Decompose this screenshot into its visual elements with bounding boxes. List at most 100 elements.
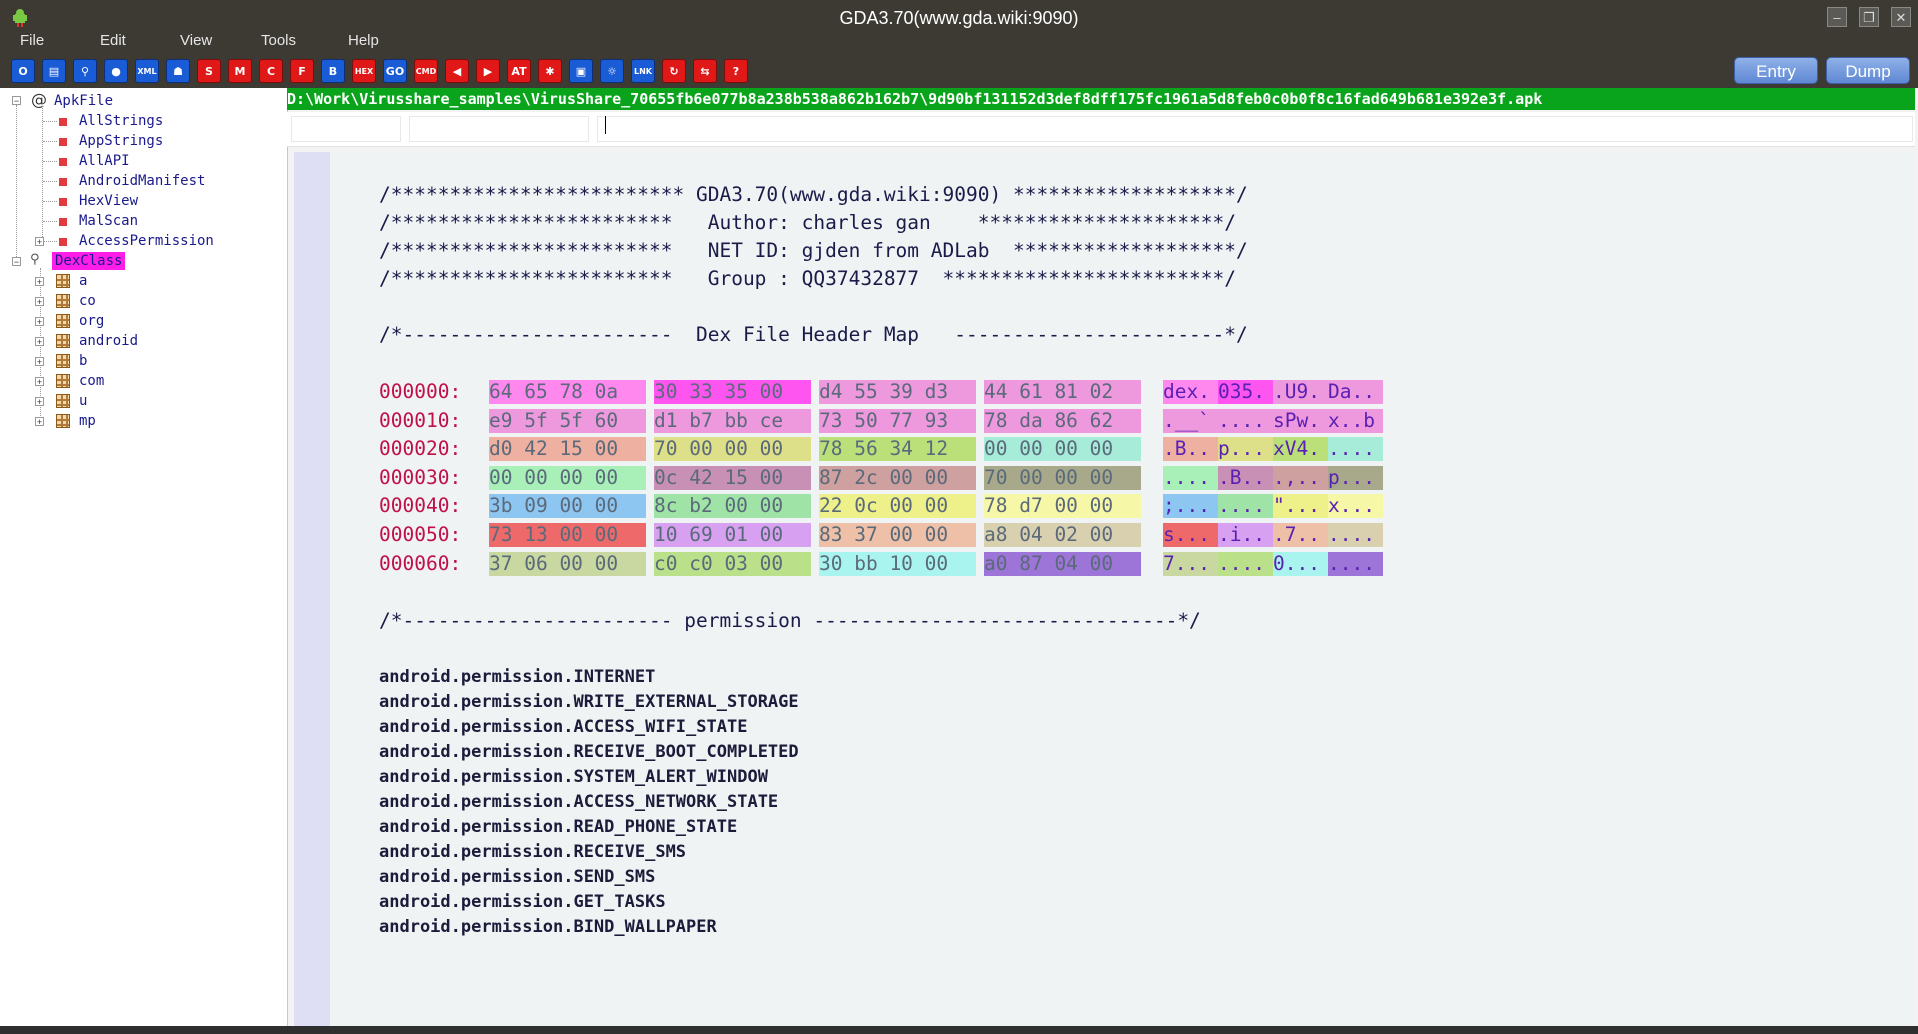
- tree-package-co[interactable]: co: [79, 293, 96, 309]
- hex-bytes[interactable]: 87 2c 00 00: [819, 465, 976, 490]
- expand-icon[interactable]: +: [35, 297, 44, 307]
- tab-cell-2[interactable]: [409, 116, 589, 142]
- hex-bytes[interactable]: d1 b7 bb ce: [654, 408, 811, 433]
- hex-ascii[interactable]: dex.: [1163, 380, 1218, 404]
- hex-bytes[interactable]: 73 50 77 93: [819, 408, 976, 433]
- tab-cell-1[interactable]: [291, 116, 401, 142]
- hex-ascii[interactable]: ....: [1328, 437, 1383, 462]
- tree-package-com[interactable]: com: [79, 373, 105, 389]
- tree-package-org[interactable]: org: [79, 313, 105, 329]
- hex-ascii[interactable]: p...: [1328, 465, 1383, 490]
- toolbar-button-8[interactable]: M: [228, 59, 252, 83]
- hex-bytes[interactable]: 70 00 00 00: [654, 437, 811, 462]
- hex-ascii[interactable]: x..b: [1328, 408, 1383, 433]
- tree-package-b[interactable]: b: [79, 353, 88, 369]
- hex-ascii[interactable]: .i..: [1218, 523, 1273, 547]
- permission-item[interactable]: android.permission.ACCESS_WIFI_STATE: [379, 717, 748, 737]
- hex-bytes[interactable]: 70 00 00 00: [984, 465, 1141, 490]
- restore-button[interactable]: ❐: [1859, 7, 1879, 27]
- toolbar-button-9[interactable]: C: [259, 59, 283, 83]
- hex-bytes[interactable]: a8 04 02 00: [984, 523, 1141, 547]
- tree-appstrings[interactable]: AppStrings: [79, 133, 164, 149]
- menu-help[interactable]: Help: [348, 32, 379, 49]
- hex-bytes[interactable]: 00 00 00 00: [489, 465, 646, 490]
- hex-ascii[interactable]: ;...: [1163, 494, 1218, 519]
- toolbar-button-1[interactable]: O: [11, 59, 35, 83]
- dump-button[interactable]: Dump: [1826, 57, 1910, 84]
- hex-bytes[interactable]: 30 33 35 00: [654, 380, 811, 404]
- tree-malscan[interactable]: MalScan: [79, 213, 139, 229]
- toolbar-button-21[interactable]: LNK: [631, 59, 655, 83]
- toolbar-button-3[interactable]: ⚲: [73, 59, 97, 83]
- tree-package-a[interactable]: a: [79, 273, 88, 289]
- entry-button[interactable]: Entry: [1734, 57, 1818, 84]
- collapse-icon[interactable]: −: [12, 96, 21, 106]
- permission-item[interactable]: android.permission.WRITE_EXTERNAL_STORAG…: [379, 692, 799, 712]
- hex-bytes[interactable]: 00 00 00 00: [984, 437, 1141, 462]
- toolbar-button-2[interactable]: ▤: [42, 59, 66, 83]
- hex-ascii[interactable]: .B..: [1218, 465, 1273, 490]
- expand-icon[interactable]: +: [35, 377, 44, 387]
- expand-icon[interactable]: +: [35, 317, 44, 327]
- toolbar-button-16[interactable]: ▶: [476, 59, 500, 83]
- minimize-button[interactable]: ‒: [1827, 7, 1847, 27]
- hex-bytes[interactable]: 78 56 34 12: [819, 437, 976, 462]
- hex-ascii[interactable]: s...: [1163, 523, 1218, 547]
- collapse-icon[interactable]: −: [12, 257, 21, 267]
- hex-bytes[interactable]: 64 65 78 0a: [489, 380, 646, 404]
- permission-item[interactable]: android.permission.RECEIVE_BOOT_COMPLETE…: [379, 742, 799, 762]
- toolbar-button-13[interactable]: GO: [383, 59, 407, 83]
- menu-edit[interactable]: Edit: [100, 32, 126, 49]
- tree-allapi[interactable]: AllAPI: [79, 153, 130, 169]
- hex-bytes[interactable]: 44 61 81 02: [984, 380, 1141, 404]
- toolbar-button-11[interactable]: B: [321, 59, 345, 83]
- hex-bytes[interactable]: 10 69 01 00: [654, 523, 811, 547]
- hex-bytes[interactable]: e9 5f 5f 60: [489, 408, 646, 433]
- hex-ascii[interactable]: Da..: [1328, 380, 1383, 404]
- hex-bytes[interactable]: 8c b2 00 00: [654, 494, 811, 519]
- hex-ascii[interactable]: ....: [1163, 465, 1218, 490]
- hex-ascii[interactable]: .__`: [1163, 408, 1218, 433]
- hex-ascii[interactable]: xV4.: [1273, 437, 1328, 462]
- hex-ascii[interactable]: .,..: [1273, 465, 1328, 490]
- toolbar-button-10[interactable]: F: [290, 59, 314, 83]
- hex-ascii[interactable]: p...: [1218, 437, 1273, 462]
- toolbar-button-4[interactable]: ●: [104, 59, 128, 83]
- expand-icon[interactable]: +: [35, 357, 44, 367]
- hex-bytes[interactable]: 22 0c 00 00: [819, 494, 976, 519]
- toolbar-button-15[interactable]: ◀: [445, 59, 469, 83]
- toolbar-button-20[interactable]: ☼: [600, 59, 624, 83]
- toolbar-button-17[interactable]: AT: [507, 59, 531, 83]
- permission-item[interactable]: android.permission.GET_TASKS: [379, 892, 666, 912]
- expand-icon[interactable]: +: [35, 337, 44, 347]
- toolbar-button-14[interactable]: CMD: [414, 59, 438, 83]
- toolbar-button-5[interactable]: XML: [135, 59, 159, 83]
- search-input[interactable]: [597, 116, 1913, 142]
- hex-bytes[interactable]: 3b 09 00 00: [489, 494, 646, 519]
- hex-ascii[interactable]: "...: [1273, 494, 1328, 519]
- menu-view[interactable]: View: [180, 32, 213, 49]
- tree-apkfile[interactable]: ApkFile: [54, 93, 114, 109]
- hex-ascii[interactable]: .U9.: [1273, 380, 1328, 404]
- toolbar-button-7[interactable]: S: [197, 59, 221, 83]
- close-button[interactable]: ✕: [1891, 7, 1911, 27]
- hex-bytes[interactable]: 78 da 86 62: [984, 408, 1141, 433]
- permission-item[interactable]: android.permission.READ_PHONE_STATE: [379, 817, 738, 837]
- tree-androidmanifest[interactable]: AndroidManifest: [79, 173, 206, 189]
- tree-accesspermission[interactable]: AccessPermission: [79, 233, 214, 249]
- expand-icon[interactable]: +: [35, 277, 44, 287]
- hex-ascii[interactable]: x...: [1328, 494, 1383, 519]
- hex-ascii[interactable]: ....: [1328, 551, 1383, 576]
- hex-ascii[interactable]: ....: [1218, 494, 1273, 519]
- toolbar-button-6[interactable]: ☗: [166, 59, 190, 83]
- hex-ascii[interactable]: 7...: [1163, 551, 1218, 576]
- hex-ascii[interactable]: 0...: [1273, 551, 1328, 576]
- tree-package-u[interactable]: u: [79, 393, 88, 409]
- expand-icon[interactable]: +: [35, 417, 44, 427]
- hex-ascii[interactable]: 035.: [1218, 380, 1273, 404]
- tree-package-mp[interactable]: mp: [79, 413, 96, 429]
- toolbar-button-12[interactable]: HEX: [352, 59, 376, 83]
- permission-item[interactable]: android.permission.RECEIVE_SMS: [379, 842, 687, 862]
- tree-package-android[interactable]: android: [79, 333, 139, 349]
- menu-tools[interactable]: Tools: [261, 32, 297, 49]
